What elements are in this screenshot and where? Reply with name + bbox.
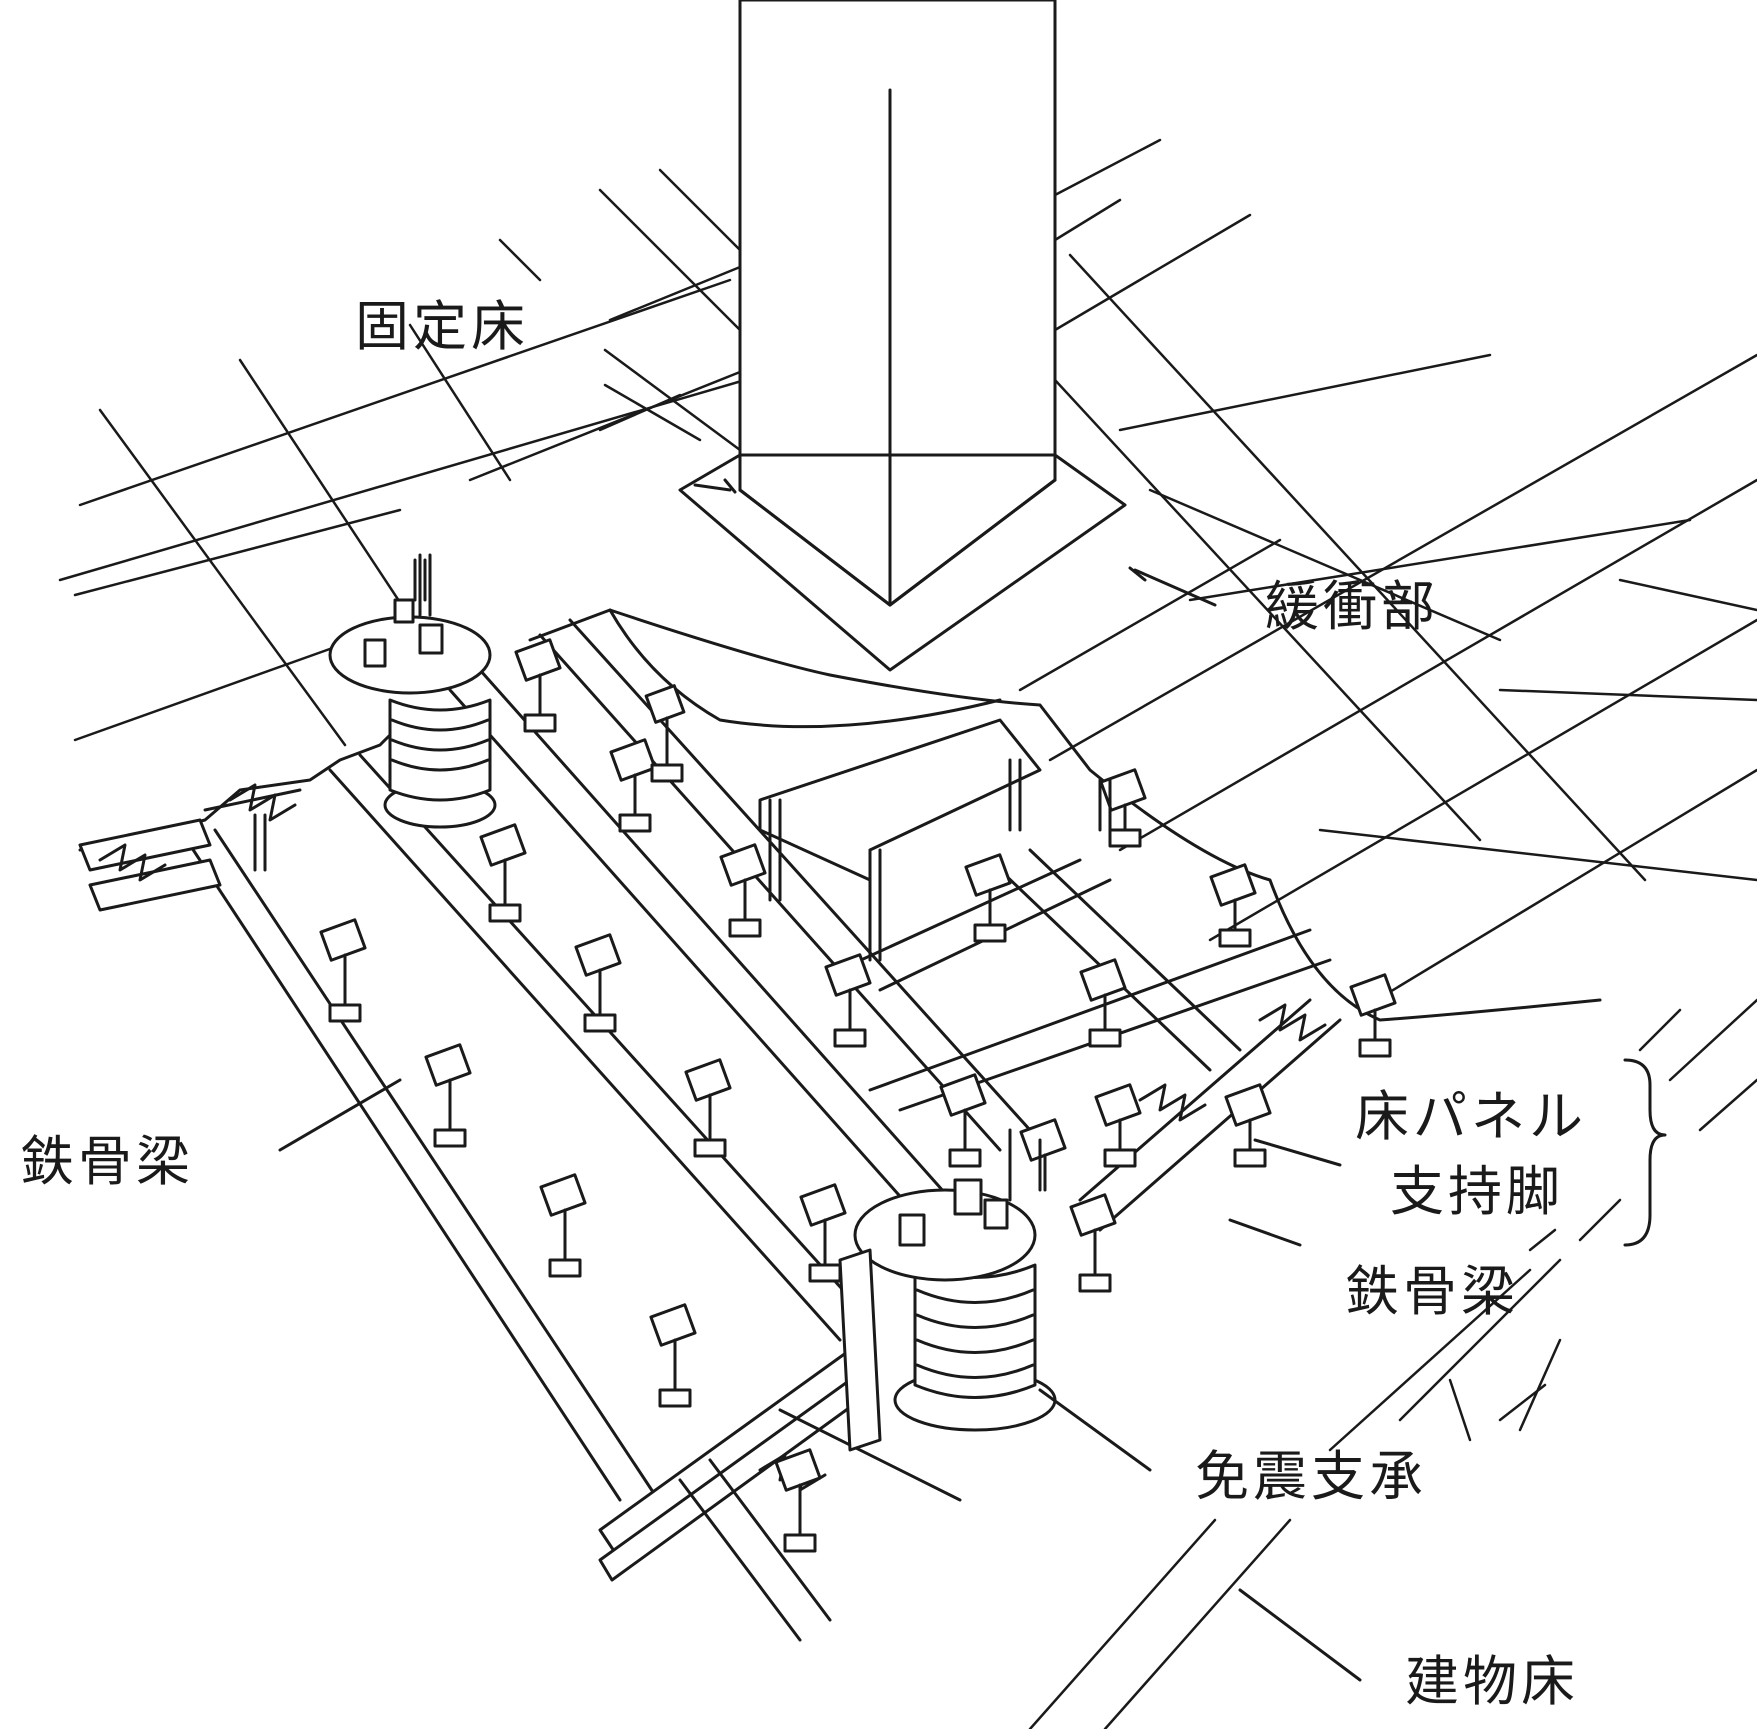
column <box>738 0 1057 607</box>
fixed-floor-grid <box>58 138 1757 1012</box>
isolation-bearing-upper <box>328 558 497 829</box>
label-steel-beam-left: 鉄骨梁 <box>20 1130 194 1193</box>
isolation-bearing-lower <box>838 1128 1057 1452</box>
inner-frame <box>758 718 1112 962</box>
label-support-legs: 支持脚 <box>1390 1160 1564 1223</box>
label-fixed-floor: 固定床 <box>355 295 529 358</box>
steel-beams <box>78 618 1342 1642</box>
building-floor-lines <box>1028 998 1757 1729</box>
leader-lines <box>278 478 1362 1682</box>
label-buffer-zone: 緩衝部 <box>1265 575 1439 638</box>
label-steel-beam-right: 鉄骨梁 <box>1345 1260 1519 1323</box>
label-floor-panel: 床パネル <box>1355 1085 1587 1148</box>
buffer-zone-outline <box>678 453 1127 672</box>
label-building-floor: 建物床 <box>1405 1650 1579 1713</box>
label-isolation-bearing: 免震支承 <box>1195 1445 1427 1508</box>
label-brace <box>1623 1058 1667 1247</box>
zigzag-bracing <box>98 783 1327 1492</box>
